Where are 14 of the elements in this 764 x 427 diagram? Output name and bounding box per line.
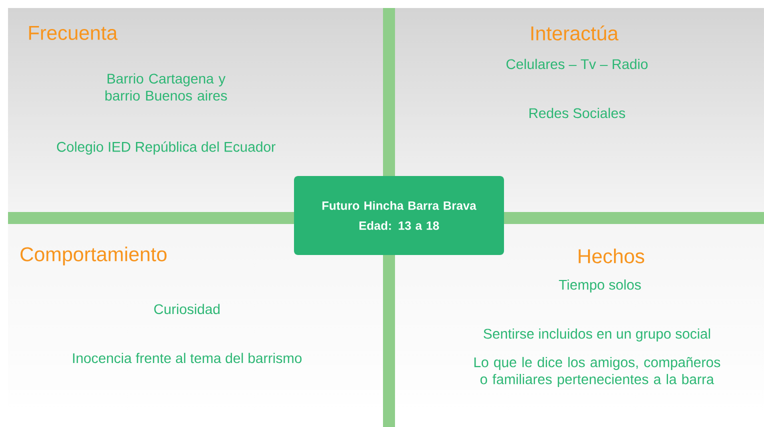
quadrant-text: Barrio Cartagena y barrio Buenos aires: [105, 73, 227, 101]
quadrant-heading: Interactúa: [531, 26, 618, 40]
quadrant-text: Curiosidad: [154, 304, 220, 314]
quadrant-text: Colegio IED República del Ecuador: [56, 141, 276, 155]
center-box: Futuro Hincha Barra Brava Edad: 13 a 18: [294, 176, 504, 255]
quadrant-text: Celulares – Tv – Radio: [506, 58, 648, 70]
quadrant-text: Inocencia frente al tema del barrismo: [73, 352, 302, 364]
quadrant-text: Sentirse incluidos en un grupo social: [484, 328, 710, 342]
quadrant-heading: Hechos: [578, 248, 644, 264]
quadrant-heading: Comportamiento: [20, 246, 167, 266]
quadrant-text: Tiempo solos: [558, 279, 641, 292]
quadrant-text: Redes Sociales: [530, 108, 626, 118]
quadrant-text: Lo que le dice los amigos, compañeros o familiares pertenecientes a la barra: [474, 356, 720, 387]
quadrant-heading: Frecuenta: [29, 26, 118, 40]
